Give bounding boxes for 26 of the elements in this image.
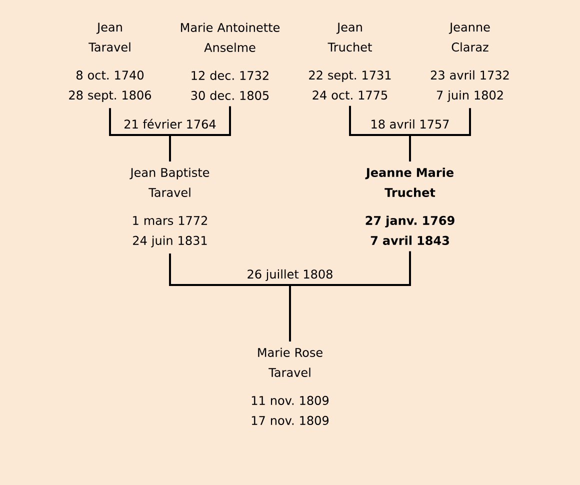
death-date: 28 sept. 1806	[69, 90, 152, 102]
birth-date: 22 sept. 1731	[309, 70, 391, 82]
connector-line	[289, 251, 411, 342]
person-name: Marie Rose Taravel	[258, 348, 322, 377]
death-date: 24 juin 1831	[133, 236, 207, 248]
birth-date: 27 janv. 1769	[366, 216, 454, 228]
birth-date: 23 avril 1732	[430, 70, 509, 80]
person-name: Jean Truchet	[328, 22, 372, 52]
birth-date: 11 nov. 1809	[252, 396, 329, 405]
person-name: Jeanne Claraz	[448, 22, 490, 52]
person-name: Jeanne Marie Truchet	[365, 168, 454, 197]
birth-date: 12 dec. 1732	[192, 70, 268, 80]
death-date: 17 nov. 1809	[252, 416, 329, 425]
person-name: Jean Taravel	[88, 22, 130, 52]
connector-line	[409, 108, 471, 162]
edge-label: 26 juillet 1808	[246, 268, 334, 282]
person-name: Jean Baptiste Taravel	[130, 168, 210, 197]
edge-label: 21 février 1764	[123, 118, 217, 130]
death-date: 24 oct. 1775	[312, 90, 388, 100]
death-date: 7 juin 1802	[436, 90, 503, 102]
connector-line	[169, 106, 231, 162]
birth-date: 1 mars 1772	[133, 216, 207, 225]
death-date: 7 avril 1843	[370, 236, 449, 245]
person-name: Marie Antoinette Anselme	[181, 22, 280, 52]
birth-date: 8 oct. 1740	[76, 70, 144, 80]
death-date: 30 dec. 1805	[191, 90, 269, 100]
